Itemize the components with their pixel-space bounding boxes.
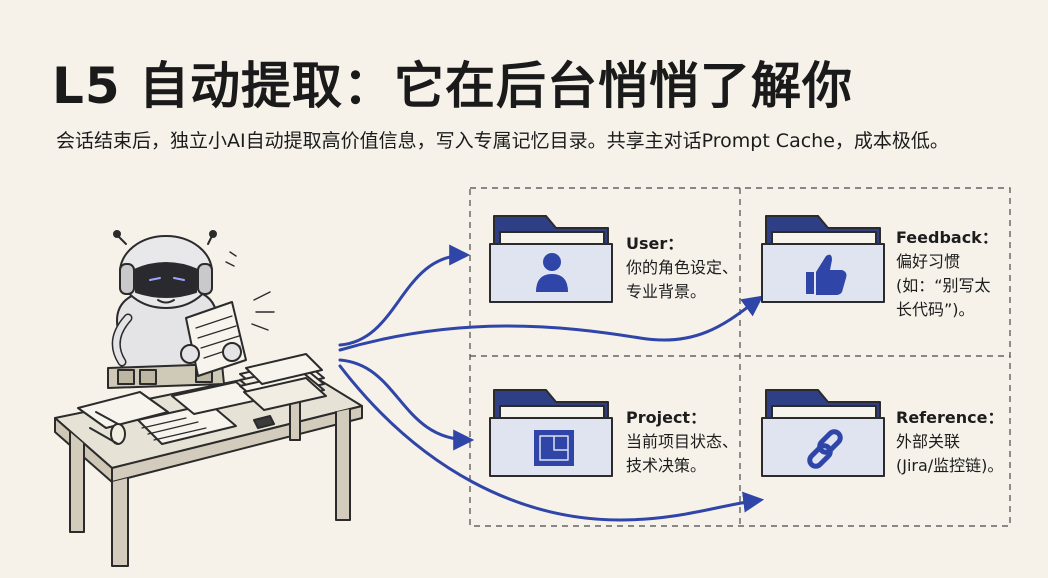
category-feedback: Feedback： 偏好习惯 (如：“别写太 长代码”)。 bbox=[896, 226, 998, 322]
category-title: User： bbox=[626, 232, 738, 256]
feedback-folder-icon bbox=[762, 216, 884, 302]
project-folder-icon bbox=[490, 390, 612, 476]
category-desc-line: 长代码”)。 bbox=[896, 298, 998, 322]
category-desc-line: 偏好习惯 bbox=[896, 250, 998, 274]
category-desc-line: 专业背景。 bbox=[626, 280, 738, 304]
category-desc-line: (Jira/监控链)。 bbox=[896, 454, 1003, 478]
category-desc-line: 技术决策。 bbox=[626, 454, 738, 478]
category-desc-line: 当前项目状态、 bbox=[626, 430, 738, 454]
blueprint-icon bbox=[534, 430, 574, 466]
arrow-to-feedback bbox=[340, 298, 760, 350]
category-title: Project： bbox=[626, 406, 738, 430]
arrow-to-project bbox=[340, 360, 470, 440]
user-folder-icon bbox=[490, 216, 612, 302]
category-desc-line: 外部关联 bbox=[896, 430, 1003, 454]
reference-folder-icon bbox=[762, 390, 884, 476]
category-project: Project： 当前项目状态、 技术决策。 bbox=[626, 406, 738, 478]
category-desc-line: (如：“别写太 bbox=[896, 274, 998, 298]
arrow-to-user bbox=[340, 255, 466, 345]
category-reference: Reference： 外部关联 (Jira/监控链)。 bbox=[896, 406, 1003, 478]
category-title: Feedback： bbox=[896, 226, 998, 250]
robot-reading-documents-icon bbox=[55, 231, 362, 566]
category-desc-line: 你的角色设定、 bbox=[626, 256, 738, 280]
category-title: Reference： bbox=[896, 406, 1003, 430]
category-user: User： 你的角色设定、 专业背景。 bbox=[626, 232, 738, 304]
